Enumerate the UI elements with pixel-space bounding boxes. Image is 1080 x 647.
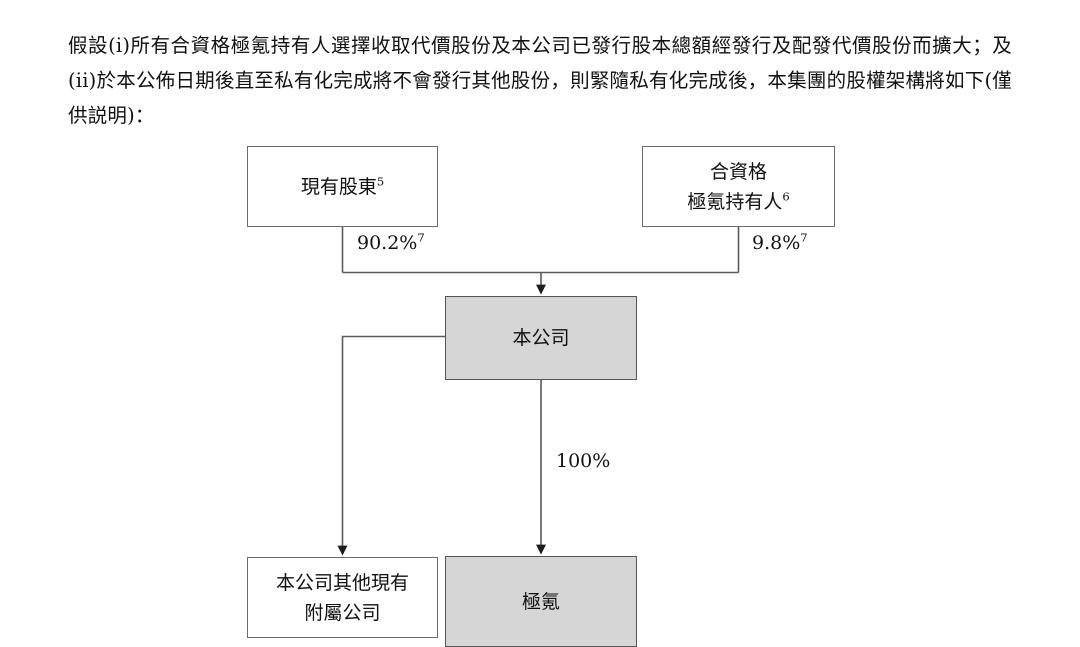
footnote-marker-6: 6: [782, 189, 790, 204]
intro-paragraph: 假設(i)所有合資格極氪持有人選擇收取代價股份及本公司已發行股本總額經發行及配發…: [68, 33, 1012, 127]
footnote-marker-7-right: 7: [800, 230, 808, 245]
edge-label-eligible-holders-percent: 9.8%7: [752, 232, 808, 254]
node-other-subsidiaries: 本公司其他現有附屬公司: [247, 557, 438, 638]
node-eligible-holders-text-line2: 極氪持有人: [687, 190, 783, 213]
node-eligible-holders: 合資格極氪持有人6: [642, 146, 835, 227]
edge-label-bottom-value: 100%: [556, 450, 611, 472]
node-zeekr-label: 極氪: [521, 590, 560, 613]
footnote-marker-7-left: 7: [417, 230, 425, 245]
node-eligible-holders-label: 合資格極氪持有人6: [687, 157, 789, 217]
node-existing-shareholders-text: 現有股東: [300, 175, 377, 198]
node-zeekr: 極氪: [445, 556, 637, 647]
node-other-subsidiaries-text-line1: 本公司其他現有: [275, 571, 409, 594]
footnote-marker-5: 5: [376, 174, 385, 189]
edge-label-left-value: 90.2%: [357, 232, 418, 254]
node-eligible-holders-text-line1: 合資格: [709, 160, 767, 183]
node-company: 本公司: [445, 296, 637, 380]
node-other-subsidiaries-text-line2: 附屬公司: [304, 601, 381, 624]
edge-label-existing-shareholders-percent: 90.2%7: [357, 232, 425, 254]
edge-label-right-value: 9.8%: [752, 232, 801, 254]
node-other-subsidiaries-label: 本公司其他現有附屬公司: [276, 568, 409, 628]
node-existing-shareholders-label: 現有股東5: [301, 172, 384, 202]
edge-label-zeekr-percent: 100%: [556, 450, 610, 472]
node-existing-shareholders: 現有股東5: [247, 146, 438, 227]
node-company-label: 本公司: [512, 327, 570, 349]
